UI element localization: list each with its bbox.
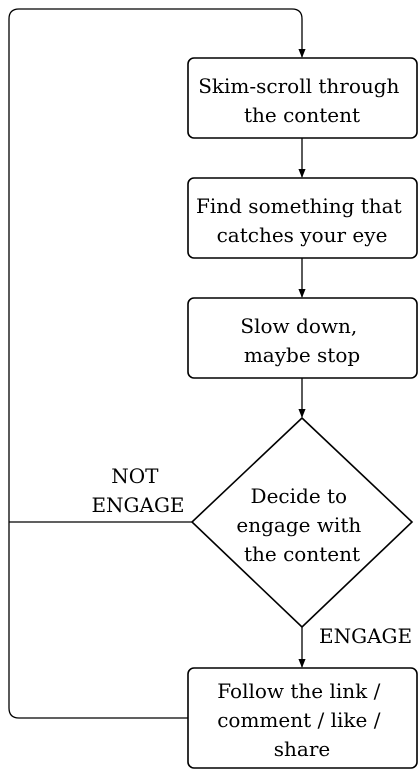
edge-label-not-engage-line2: ENGAGE — [91, 493, 184, 517]
node-decide-diamond — [190, 416, 414, 629]
node-decide-line2: engage with — [236, 513, 361, 537]
node-slow: Slow down, maybe stop — [187, 297, 418, 379]
node-follow-label: Follow the link / comment / like / share — [217, 679, 387, 761]
node-skim-box — [187, 57, 418, 139]
node-follow-line1: Follow the link / — [217, 679, 380, 703]
node-decide-line1: Decide to — [251, 484, 348, 508]
node-decide-line3: the content — [244, 542, 360, 566]
node-follow-line2: comment / like / — [217, 708, 380, 732]
node-skim-line2: the content — [244, 103, 360, 127]
edge-follow-loop-to-skim — [8, 8, 306, 719]
node-find-label: Find something that catches your eye — [196, 194, 408, 247]
node-follow-line3: share — [274, 737, 330, 761]
edge-label-engage: ENGAGE — [319, 624, 412, 648]
edges — [8, 8, 306, 719]
node-decide-label: Decide to engage with the content — [236, 484, 367, 566]
node-skim: Skim-scroll through the content — [187, 57, 418, 139]
node-skim-line1: Skim-scroll through — [198, 74, 399, 98]
node-find: Find something that catches your eye — [187, 177, 418, 259]
node-slow-label: Slow down, maybe stop — [240, 314, 363, 367]
node-follow-box — [187, 667, 418, 769]
node-find-box — [187, 177, 418, 259]
node-decide: Decide to engage with the content — [190, 416, 414, 629]
edge-label-not-engage-line1: NOT — [111, 464, 159, 488]
node-find-line2: catches your eye — [217, 223, 388, 247]
node-skim-label: Skim-scroll through the content — [198, 74, 406, 127]
node-follow: Follow the link / comment / like / share — [187, 667, 418, 769]
node-slow-line1: Slow down, — [240, 314, 357, 338]
edge-label-not-engage: NOT ENGAGE — [91, 464, 184, 517]
node-find-line1: Find something that — [196, 194, 402, 218]
node-slow-line2: maybe stop — [244, 343, 360, 367]
node-slow-box — [187, 297, 418, 379]
